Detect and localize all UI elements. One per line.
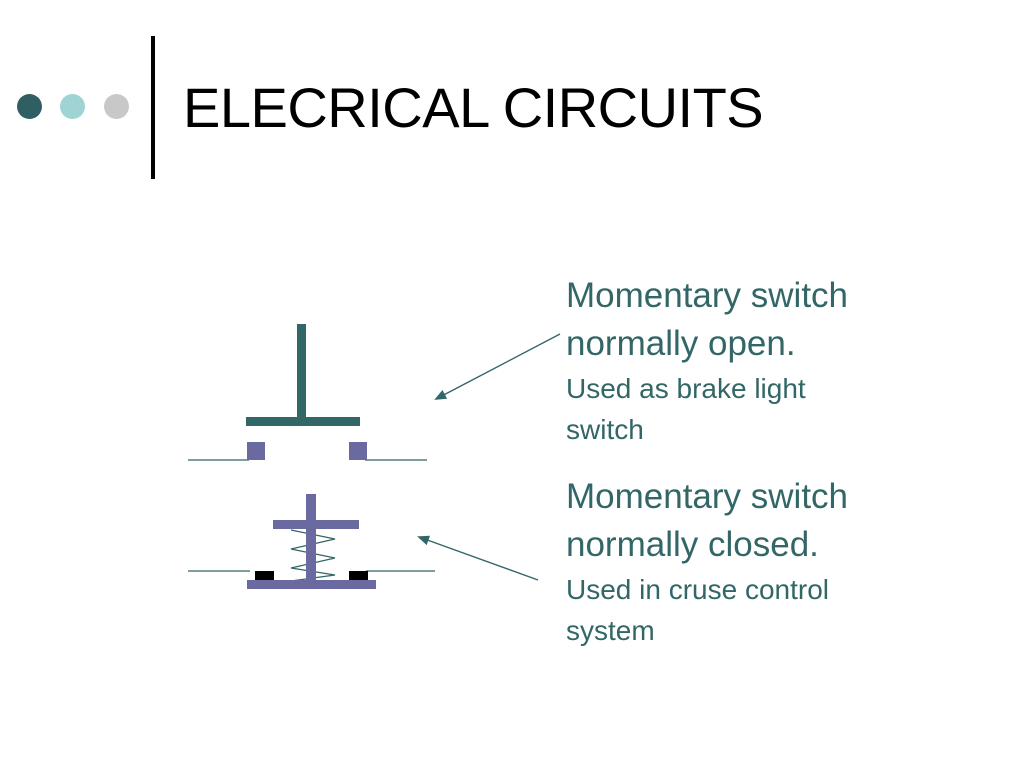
arrow-to-open-switch <box>434 333 561 400</box>
plunger-stem <box>306 494 316 582</box>
switch-normally-open <box>188 324 427 461</box>
caption-detail: Used in cruse control system <box>566 574 830 646</box>
plunger-top-bar <box>273 520 359 529</box>
contact-right <box>349 571 368 581</box>
bottom-bar <box>247 580 376 589</box>
caption-normally-closed: Momentary switch normally closed. Used i… <box>566 473 1006 651</box>
caption-normally-open: Momentary switch normally open. Used as … <box>566 272 1006 450</box>
plunger-stem <box>297 324 306 426</box>
plunger-bar <box>246 417 360 426</box>
spring-icon <box>290 529 336 582</box>
caption-detail: Used as brake light switch <box>566 373 806 445</box>
caption-heading: Momentary switch normally open. <box>566 276 849 363</box>
contact-left <box>247 442 265 460</box>
arrow-to-closed-switch <box>417 535 539 581</box>
slide-title: ELECRICAL CIRCUITS <box>183 76 764 139</box>
contact-left <box>255 571 274 581</box>
caption-heading: Momentary switch normally closed. <box>566 477 849 564</box>
title-divider <box>151 36 155 179</box>
dot-dark-icon <box>17 94 42 119</box>
dot-light-icon <box>60 94 85 119</box>
contact-right <box>349 442 367 460</box>
switch-normally-closed <box>188 494 435 589</box>
decorative-dots <box>0 0 150 200</box>
dot-grey-icon <box>104 94 129 119</box>
